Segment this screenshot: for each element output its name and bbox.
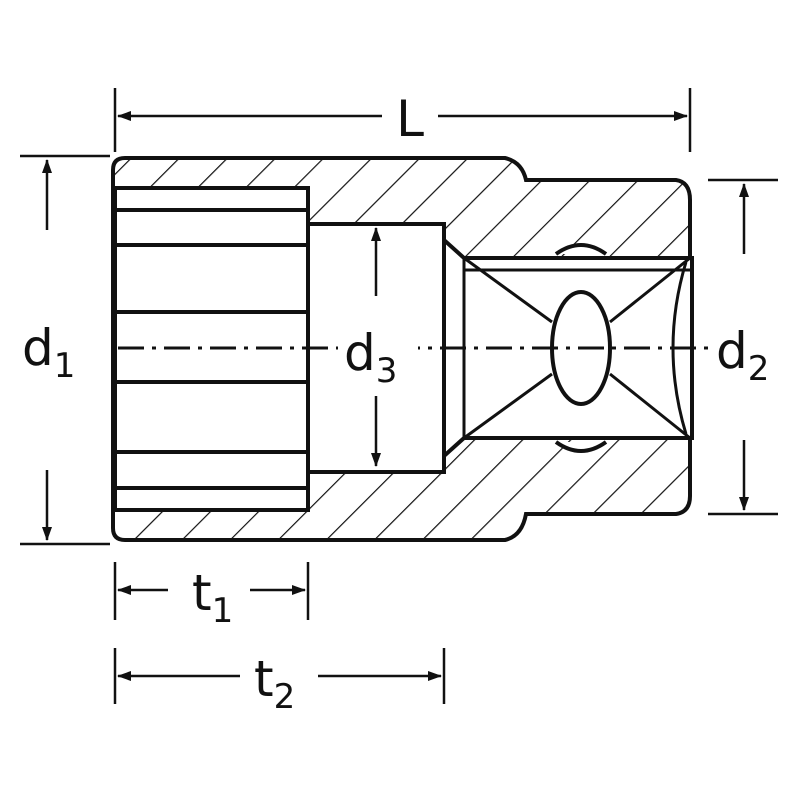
dimension-d2: d2 <box>708 178 784 516</box>
dimension-t2: t2 <box>113 648 446 717</box>
label-d3: d3 <box>344 324 397 391</box>
dimension-t1: t1 <box>113 562 310 631</box>
label-L: L <box>396 90 424 148</box>
label-t2: t2 <box>254 650 295 717</box>
dimension-L: L <box>113 88 692 152</box>
dimension-d1: d1 <box>20 154 110 546</box>
label-t1: t1 <box>192 564 233 631</box>
label-d1: d1 <box>22 319 75 386</box>
dimension-d3: d3 <box>338 227 418 467</box>
label-d2: d2 <box>716 322 769 389</box>
